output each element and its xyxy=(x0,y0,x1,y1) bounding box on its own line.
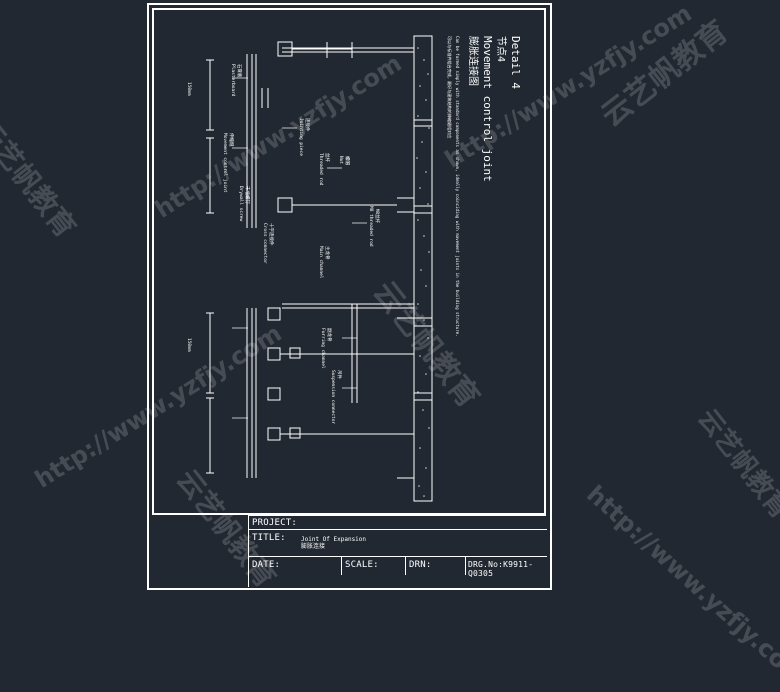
label-main-channel: Main channel主龙骨 xyxy=(318,246,331,279)
lower-assembly xyxy=(206,303,414,479)
leader-lines xyxy=(232,77,367,419)
label-cross-connector: Cross connector十字连接件 xyxy=(262,223,275,264)
title-value-cn: 膨胀连接 xyxy=(301,543,326,550)
title-block: PROJECT: TITLE: Joint Of Expansion 膨胀连接 … xyxy=(248,515,547,587)
detail-note-en: Can be formed simply with standard compo… xyxy=(455,36,460,337)
date-label: DATE: xyxy=(252,560,281,570)
detail-heading-cn: 节点4 xyxy=(495,36,507,62)
title-block-project-row: PROJECT: xyxy=(249,516,547,530)
scale-label: SCALE: xyxy=(345,560,379,570)
drn-label: DRN: xyxy=(409,560,432,570)
title-value-en: Joint Of Expansion xyxy=(301,536,367,543)
label-nut: Nut螺帽 xyxy=(338,156,351,165)
title-block-title-row: TITLE: Joint Of Expansion 膨胀连接 xyxy=(249,530,547,557)
watermark-brand: 云艺帆教育 xyxy=(0,113,83,244)
label-plasterboard: Plasterboard石膏板 xyxy=(230,64,243,97)
label-drywall-screw: Drywall screw干墙螺钉 xyxy=(238,186,251,222)
label-furring-channel: Furring channel副龙骨 xyxy=(320,328,333,369)
detail-subtitle-en: Movement control joint xyxy=(481,36,494,182)
divider xyxy=(341,557,342,575)
label-m8-rod: M8 threaded rod M8丝杆 xyxy=(368,206,381,247)
watermark-brand: 云艺帆教育 xyxy=(594,13,735,134)
label-jointing-piece: Jointing piece连接件 xyxy=(298,118,311,156)
upper-assembly xyxy=(206,41,414,228)
label-movement-joint: Movement control joint伸缩缝 xyxy=(222,133,235,193)
watermark-url: http://www.yzfjy.com xyxy=(581,480,780,692)
concrete-hatching xyxy=(416,47,430,497)
detail-note-cn: 可以与标准件组合完成，最好与建筑结构的伸缩缝相对应 xyxy=(447,36,453,138)
label-suspension: Suspension connector吊件 xyxy=(330,370,343,424)
detail-heading-en: Detail 4 xyxy=(509,36,522,89)
drawing-frame xyxy=(152,8,546,515)
dimension-lower: 150mm xyxy=(186,338,192,352)
detail-subtitle-cn: 膨胀连接图 xyxy=(467,36,480,86)
title-block-info-row: DATE: SCALE: DRN: DRG.No:K9911-Q0305 xyxy=(249,557,547,578)
divider xyxy=(405,557,406,575)
drawing-sheet-outer-border xyxy=(147,3,552,590)
concrete-slab xyxy=(413,35,433,502)
label-threaded-rod: Threaded rod丝杆 xyxy=(318,153,331,186)
dimension-upper: 150mm xyxy=(186,82,192,96)
divider xyxy=(465,557,466,575)
watermark-brand: 云艺帆教育 xyxy=(691,403,780,525)
cad-detail-drawing: Detail 4 节点4 Movement control joint 膨胀连接… xyxy=(186,35,522,502)
drg-number: DRG.No:K9911-Q0305 xyxy=(468,560,534,578)
title-label: TITLE: xyxy=(252,533,286,543)
project-label: PROJECT: xyxy=(252,518,297,528)
